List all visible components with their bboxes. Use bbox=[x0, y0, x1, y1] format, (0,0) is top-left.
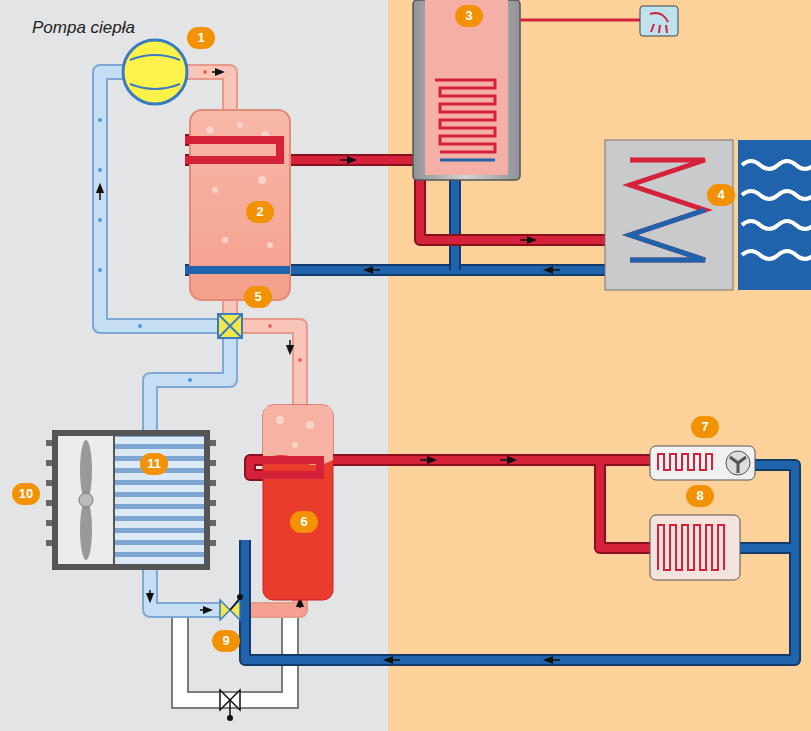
callout-number: 11 bbox=[140, 453, 168, 475]
callout-number: 3 bbox=[455, 5, 483, 27]
callout-number: 1 bbox=[187, 27, 215, 49]
panel-title: Pompa ciepła bbox=[32, 18, 135, 38]
callout-number: 2 bbox=[246, 201, 274, 223]
callout-number: 4 bbox=[707, 184, 735, 206]
callout-number: 7 bbox=[691, 416, 719, 438]
callout-number: 6 bbox=[290, 511, 318, 533]
callout-number: 9 bbox=[212, 630, 240, 652]
callout-number: 10 bbox=[12, 483, 40, 505]
callout-number: 8 bbox=[686, 485, 714, 507]
callout-number: 5 bbox=[244, 286, 272, 308]
